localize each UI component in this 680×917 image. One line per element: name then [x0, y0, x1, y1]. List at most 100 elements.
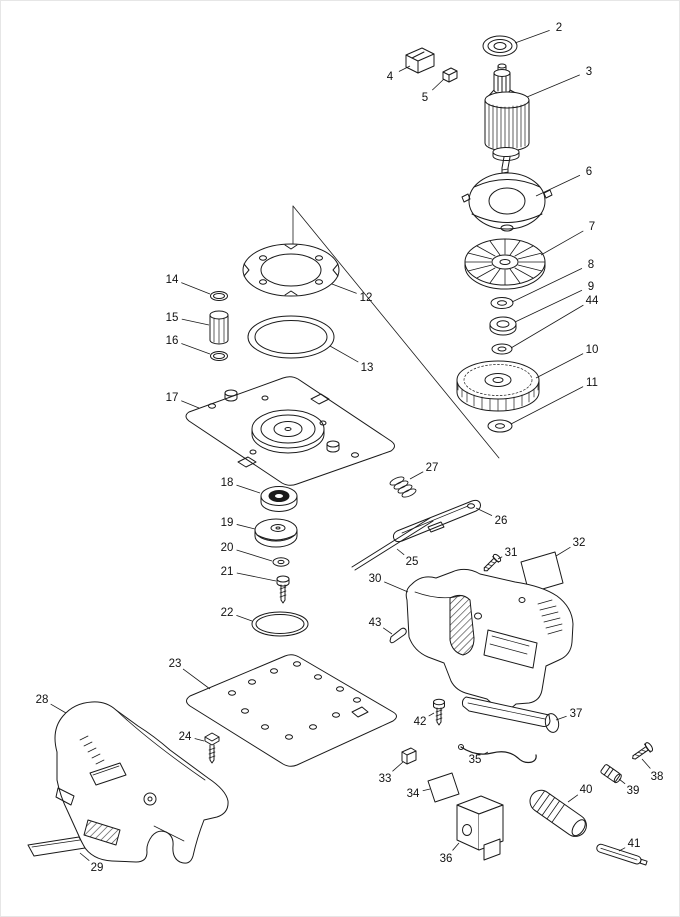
part-3-armature [484, 63, 530, 179]
leader-line-26 [475, 507, 493, 517]
part-number-33: 33 [379, 773, 392, 785]
leader-line-33 [392, 761, 404, 772]
part-number-29: 29 [91, 862, 104, 874]
leader-line-35 [483, 751, 489, 755]
part-number-12: 12 [360, 292, 373, 304]
part-number-20: 20 [221, 542, 234, 554]
vent-slots [537, 599, 563, 635]
part-31-screw [483, 553, 502, 572]
leader-line-20 [236, 549, 273, 562]
leader-line-3 [526, 74, 580, 98]
leader-line-43 [382, 627, 393, 635]
part-30-rear-housing [405, 568, 574, 727]
part-5-block [442, 67, 458, 83]
leader-line-30 [384, 581, 409, 593]
part-number-3: 3 [586, 66, 592, 78]
part-14-o-ring [210, 291, 228, 301]
part-number-41: 41 [628, 838, 641, 850]
leader-line-15 [181, 318, 210, 326]
part-number-23: 23 [169, 658, 182, 670]
part-17-bearing-box [185, 376, 395, 486]
leader-line-24 [194, 738, 205, 742]
part-number-22: 22 [221, 607, 234, 619]
leader-line-2 [514, 30, 550, 44]
part-number-31: 31 [505, 547, 518, 559]
leader-line-14 [181, 282, 211, 295]
leader-line-25 [396, 548, 405, 556]
leader-line-19 [236, 524, 256, 530]
part-23-base-pad [186, 654, 397, 767]
part-number-14: 14 [166, 274, 179, 286]
leader-line-40 [567, 794, 579, 803]
part-4-block [405, 47, 435, 74]
part-number-28: 28 [36, 694, 49, 706]
leader-line-36 [452, 842, 460, 851]
alignment-guide-lines [292, 205, 500, 459]
leader-line-6 [535, 174, 581, 197]
part-number-27: 27 [426, 462, 439, 474]
leader-line-23 [182, 668, 211, 690]
part-27-spring [389, 476, 417, 498]
part-number-32: 32 [573, 537, 586, 549]
part-32-plate [520, 551, 564, 594]
part-number-19: 19 [221, 517, 234, 529]
part-15-roller [209, 310, 229, 345]
leader-line-31 [497, 556, 503, 560]
leader-line-28 [50, 703, 67, 714]
part-number-13: 13 [361, 362, 374, 374]
part-29-name-plate [27, 836, 86, 857]
part-number-21: 21 [221, 566, 234, 578]
part-25-rod [351, 517, 434, 571]
part-28-main-housing [54, 701, 229, 864]
part-22-ring [251, 611, 309, 637]
part-number-15: 15 [166, 312, 179, 324]
leader-line-11 [510, 386, 584, 425]
leader-line-12 [331, 283, 357, 294]
leader-line-16 [181, 343, 211, 355]
part-33-block [401, 747, 417, 765]
part-number-42: 42 [414, 716, 427, 728]
part-2-ball-bearing [482, 35, 518, 57]
part-number-7: 7 [589, 221, 595, 233]
part-11-washer [487, 419, 513, 433]
part-19-counterweight [254, 518, 298, 548]
part-12-plate-spring [242, 243, 340, 297]
leader-line-34 [422, 788, 431, 792]
part-21-screw [276, 575, 290, 604]
part-number-11: 11 [586, 377, 598, 389]
leader-line-4 [398, 65, 411, 72]
part-number-5: 5 [422, 92, 428, 104]
part-7-fan [464, 238, 546, 290]
part-40-grip [529, 789, 587, 837]
leader-line-21 [236, 572, 277, 582]
part-9-ball-bearing [489, 316, 517, 336]
leader-line-9 [514, 289, 583, 323]
part-38-screw [632, 742, 654, 760]
part-number-17: 17 [166, 392, 179, 404]
leader-line-37 [555, 715, 567, 721]
leader-line-8 [511, 267, 583, 303]
part-6-field-stator [461, 172, 553, 232]
part-number-36: 36 [440, 853, 453, 865]
part-42-screw [433, 698, 445, 726]
leader-line-7 [540, 230, 584, 256]
part-number-10: 10 [586, 344, 599, 356]
part-20-washer [272, 557, 290, 567]
leader-line-29 [79, 852, 90, 861]
part-13-ring [247, 315, 335, 359]
part-43-pin [389, 627, 407, 644]
leader-line-42 [428, 712, 435, 717]
leader-line-44 [510, 304, 584, 349]
part-number-38: 38 [651, 771, 664, 783]
leader-line-39 [618, 778, 626, 785]
part-10-gear [456, 360, 540, 412]
part-number-43: 43 [369, 617, 382, 629]
leader-line-38 [641, 758, 651, 769]
leader-line-41 [618, 847, 626, 852]
part-34-square-sheet [427, 772, 460, 803]
part-number-30: 30 [369, 573, 382, 585]
part-36-switch [456, 795, 504, 861]
part-37-o-ring [544, 713, 560, 733]
part-number-18: 18 [221, 477, 234, 489]
